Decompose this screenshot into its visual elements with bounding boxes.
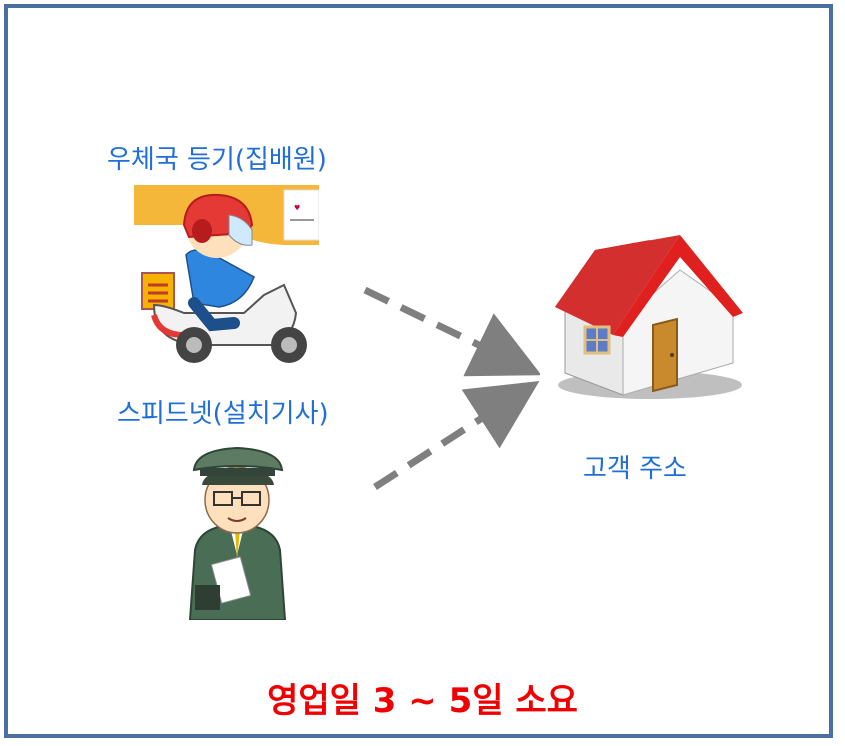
customer-address-label: 고객 주소 xyxy=(583,454,687,484)
svg-text:♥: ♥ xyxy=(294,204,300,212)
installer-illustration xyxy=(188,446,287,620)
courier-scooter-illustration: ♥ xyxy=(134,185,319,363)
diagram-frame xyxy=(4,4,833,738)
delivery-time-label: 영업일 3 ~ 5일 소요 xyxy=(267,681,578,721)
dashed-arrow-icon xyxy=(363,286,540,377)
postal-courier-label: 우체국 등기(집배원) xyxy=(107,145,327,175)
house-icon xyxy=(555,235,743,399)
dashed-arrows xyxy=(363,286,540,490)
dashed-arrow-icon xyxy=(373,381,540,490)
speednet-installer-label: 스피드넷(설치기사) xyxy=(117,399,329,429)
